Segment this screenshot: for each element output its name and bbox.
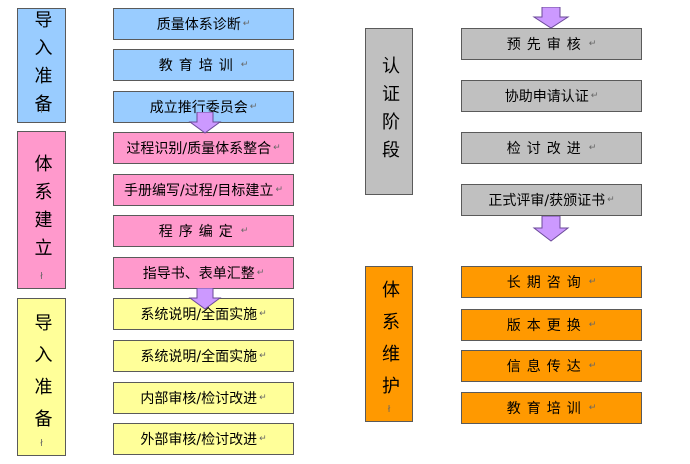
return-mark: ↵ xyxy=(259,351,267,361)
return-mark: ↵ xyxy=(588,143,597,153)
return-mark: ↵ xyxy=(588,320,597,330)
return-mark: ↵ xyxy=(256,268,265,278)
anchor-mark: ł xyxy=(40,106,43,116)
stage-certification-label: 认证阶段 xyxy=(379,55,400,168)
return-mark: ↵ xyxy=(607,195,615,205)
stage-build: 体系建立 ł xyxy=(17,131,66,289)
down-arrow-1 xyxy=(188,112,222,134)
stage-prep-2-label: 导入准备 xyxy=(31,313,53,441)
return-mark: ↵ xyxy=(259,309,267,319)
step-pre-audit: 预先审核↵ xyxy=(461,28,642,60)
step-label: 质量体系诊断 xyxy=(156,17,241,33)
step-label: 正式评审/获颁证书 xyxy=(488,193,606,209)
stage-maintenance: 体系维护 ł xyxy=(365,266,413,422)
step-process-identification: 过程识别/质量体系整合↵ xyxy=(113,132,294,164)
return-mark: ↵ xyxy=(588,39,597,49)
step-internal-audit: 内部审核/检讨改进↵ xyxy=(113,382,294,414)
step-formal-assessment: 正式评审/获颁证书↵ xyxy=(461,184,642,216)
step-guidebook: 指导书、表单汇整↵ xyxy=(113,257,294,289)
step-label: 程序编定 xyxy=(158,224,239,240)
step-label: 长期咨询 xyxy=(506,275,587,291)
step-label: 协助申请认证 xyxy=(504,89,589,105)
return-mark: ↵ xyxy=(275,185,283,195)
down-arrow-4 xyxy=(532,216,570,242)
step-long-term-consulting: 长期咨询↵ xyxy=(461,266,642,298)
step-label: 过程识别/质量体系整合 xyxy=(126,141,272,157)
stage-prep-2: 导入准备 ł xyxy=(17,298,66,456)
step-information: 信息传达↵ xyxy=(461,350,642,382)
step-implementation-2: 系统说明/全面实施↵ xyxy=(113,340,294,372)
step-label: 教育培训 xyxy=(158,58,239,74)
step-label: 成立推行委员会 xyxy=(149,100,248,116)
return-mark: ↵ xyxy=(588,277,597,287)
return-mark: ↵ xyxy=(273,143,281,153)
step-label: 信息传达 xyxy=(506,359,587,375)
stage-certification: 认证阶段 ł xyxy=(365,28,413,195)
return-mark: ↵ xyxy=(242,19,251,29)
anchor-mark: ł xyxy=(40,439,43,449)
return-mark: ↵ xyxy=(249,102,258,112)
step-label: 内部审核/检讨改进 xyxy=(140,391,258,407)
stage-prep-1: 导入准备 ł xyxy=(17,8,66,123)
return-mark: ↵ xyxy=(240,60,249,70)
return-mark: ↵ xyxy=(259,393,267,403)
step-label: 预先审核 xyxy=(506,37,587,53)
return-mark: ↵ xyxy=(588,361,597,371)
step-review-improve: 检讨改进↵ xyxy=(461,132,642,164)
step-label: 教育培训 xyxy=(506,401,587,417)
step-label: 系统说明/全面实施 xyxy=(140,349,258,365)
step-label: 指导书、表单汇整 xyxy=(142,266,255,282)
down-arrow-3 xyxy=(532,7,570,29)
anchor-mark: ł xyxy=(40,272,43,282)
step-apply-certification: 协助申请认证↵ xyxy=(461,80,642,112)
stage-build-label: 体系建立 xyxy=(31,154,53,266)
stage-maintenance-label: 体系维护 xyxy=(379,280,400,408)
anchor-mark: ł xyxy=(387,150,391,160)
step-label: 系统说明/全面实施 xyxy=(140,307,258,323)
step-education-training: 教育培训↵ xyxy=(113,49,294,81)
step-external-audit: 外部审核/检讨改进↵ xyxy=(113,423,294,455)
return-mark: ↵ xyxy=(590,91,599,101)
step-quality-diagnosis: 质量体系诊断↵ xyxy=(113,8,294,40)
anchor-mark: ł xyxy=(387,405,391,415)
step-label: 手册编写/过程/目标建立 xyxy=(124,183,274,199)
step-manual-writing: 手册编写/过程/目标建立↵ xyxy=(113,174,294,206)
down-arrow-2 xyxy=(188,288,222,310)
step-label: 版本更换 xyxy=(506,318,587,334)
step-label: 检讨改进 xyxy=(506,141,587,157)
return-mark: ↵ xyxy=(588,403,597,413)
step-procedure: 程序编定↵ xyxy=(113,215,294,247)
step-label: 外部审核/检讨改进 xyxy=(140,432,258,448)
step-education-training-2: 教育培训↵ xyxy=(461,392,642,424)
stage-prep-1-label: 导入准备 xyxy=(31,9,53,122)
return-mark: ↵ xyxy=(240,226,249,236)
step-version-update: 版本更换↵ xyxy=(461,309,642,341)
return-mark: ↵ xyxy=(259,434,267,444)
step-implementation-1: 系统说明/全面实施↵ xyxy=(113,298,294,330)
